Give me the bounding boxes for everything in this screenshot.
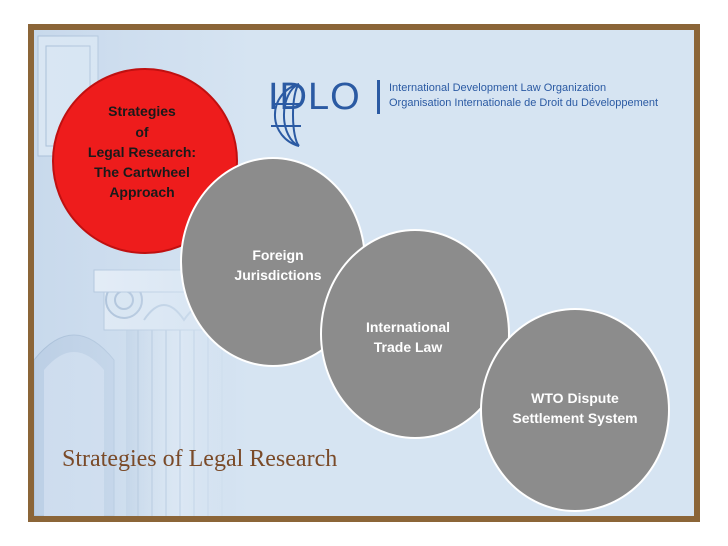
foreign-jurisdictions-label: Foreign Jurisdictions	[234, 246, 322, 283]
org-name-english: International Development Law Organizati…	[389, 82, 607, 94]
international-trade-law-circle: International Trade Law	[320, 229, 510, 439]
wto-dispute-settlement-label: WTO Dispute Settlement System	[512, 389, 638, 426]
slide-title: Strategies of Legal Research	[62, 446, 338, 472]
foreign-jurisdictions-circle: Foreign Jurisdictions	[180, 157, 366, 367]
wto-dispute-settlement-circle: WTO Dispute Settlement System	[480, 308, 670, 512]
international-trade-law-label: International Trade Law	[365, 318, 450, 355]
logo-divider	[377, 80, 380, 114]
org-name-french: Organisation Internationale de Droit du …	[389, 97, 659, 109]
idlo-wordmark: IDLO	[268, 76, 361, 118]
idlo-globe-icon	[271, 83, 301, 147]
cartwheel-hub-label: Strategies of Legal Research: The Cartwh…	[87, 103, 197, 201]
